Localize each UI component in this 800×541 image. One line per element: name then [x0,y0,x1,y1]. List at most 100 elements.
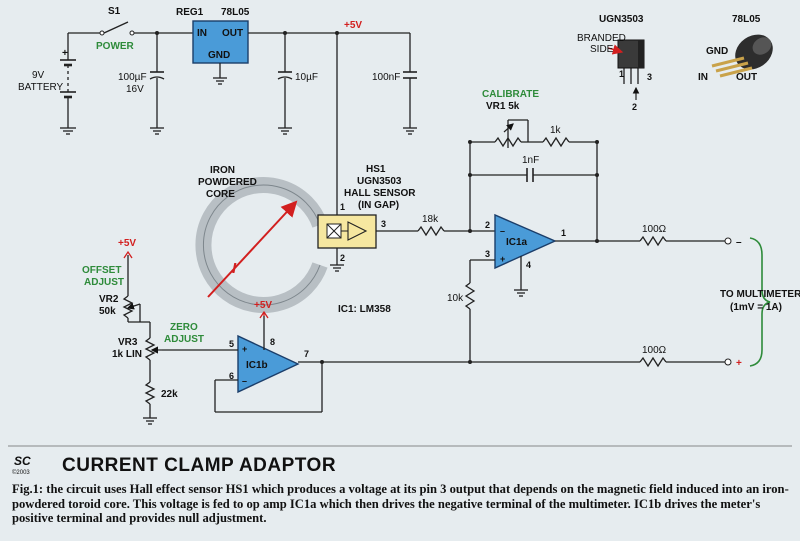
vr3-ref: VR3 [118,337,138,348]
hall-pin-3: 3 [381,219,386,229]
regulator-ground [213,63,227,85]
regulator-part: 78L05 [221,7,250,18]
page-title: CURRENT CLAMP ADAPTOR [62,455,336,476]
hall-sensor-symbol [326,221,368,241]
core-label-1: IRON [210,165,235,176]
vr2-ref: VR2 [99,294,119,305]
vr1-value: VR1 5k [486,101,520,112]
ic1-label: IC1: LM358 [338,304,391,315]
hall-output-wire [376,225,495,237]
vr2-value: 50k [99,306,116,317]
iron-core [195,177,328,313]
r18k-value: 18k [422,214,439,225]
meter-label-2: (1mV = 1A) [730,302,782,313]
ic1a-pin-4: 4 [526,260,531,270]
ic1b-pin-5: 5 [229,339,234,349]
current-arrow [207,200,298,298]
r10k-value: 10k [447,293,464,304]
r22k-value: 22k [161,389,178,400]
cap-10uf-value: 10µF [295,72,318,83]
cap-100uf [149,31,165,135]
ugn3503-pinout [607,39,645,100]
output-positive-wire [298,356,732,368]
78l05-pinout [711,34,773,78]
ic1a-pin-2: 2 [485,220,490,230]
hall-desc: HALL SENSOR [344,188,416,199]
ugn-branded-1: BRANDED [577,33,626,44]
meter-plus: + [736,358,742,369]
power-switch [68,21,193,36]
feedback-network [468,119,599,240]
meter-minus: – [736,237,742,248]
battery-label-2: BATTERY [18,82,64,93]
ic1a-label: IC1a [506,237,528,248]
meter-brace [749,237,771,367]
offset-supply-label: +5V [118,238,136,249]
battery [60,33,76,135]
hall-pin-2: 2 [340,253,345,263]
ic1b-plus: + [242,344,247,354]
switch-ref: S1 [108,6,121,17]
figure-caption: Fig.1: the circuit uses Hall effect sens… [12,482,789,526]
offset-label-1: OFFSET [82,265,121,276]
battery-label-1: 9V [32,70,45,81]
ic1b-pin-7: 7 [304,349,309,359]
battery-plus: + [62,48,68,59]
power-label: POWER [96,41,135,52]
hall-ref: HS1 [366,164,386,175]
zero-label-2: ADJUST [164,334,204,345]
cap-100nf [403,33,417,135]
ic1a-plus: + [500,254,505,264]
cap-10uf [277,33,293,135]
zero-label-1: ZERO [170,322,198,333]
regulator-in: IN [197,28,207,39]
cap-100nf-value: 100nF [372,72,400,83]
regulator-out: OUT [222,28,243,39]
ugn-pin-2: 2 [632,102,637,112]
cap-100uf-voltage: 16V [126,84,144,95]
ic1b-label: IC1b [246,360,268,371]
output-negative-wire [555,235,732,247]
ic1b-pin-6: 6 [229,371,234,381]
offset-label-2: ADJUST [84,277,124,288]
vr3-value: 1k LIN [112,349,142,360]
supply-rail [248,31,410,215]
ic1b-minus: – [242,376,247,386]
hall-gap: (IN GAP) [358,200,399,211]
hall-part: UGN3503 [357,176,402,187]
r1k-value: 1k [550,125,562,136]
ic1b-feedback [214,362,323,413]
ic1b-supply-label: +5V [254,300,272,311]
ic1a-ground [514,256,528,297]
calibrate-label: CALIBRATE [482,89,539,100]
c1nf-value: 1nF [522,155,539,166]
core-label-3: CORE [206,189,235,200]
reg-pinout-out: OUT [736,72,757,83]
current-label: I [232,260,237,277]
ugn-title: UGN3503 [599,14,644,25]
reg-pinout-gnd: GND [706,46,728,57]
ugn-branded-2: SIDE [590,44,614,55]
r10k-network [464,259,495,364]
core-label-2: POWDERED [198,177,257,188]
ic1b-supply [259,310,269,350]
ic1b-pin-8: 8 [270,337,275,347]
ic1a-body [494,213,557,270]
regulator-gnd: GND [208,50,230,61]
reg-pinout-in: IN [698,72,708,83]
r100b-value: 100Ω [642,345,667,356]
ic1a-pin-3: 3 [485,249,490,259]
ugn-pin-1: 1 [619,69,624,79]
reg-pinout-title: 78L05 [732,14,761,25]
r100a-value: 100Ω [642,224,667,235]
hall-ground [330,248,344,272]
supply-label: +5V [344,20,362,31]
meter-label-1: TO MULTIMETER [720,289,800,300]
logo-year: ©2003 [12,469,30,476]
cap-100uf-value: 100µF [118,72,147,83]
logo: SC [14,454,31,468]
offset-network [122,250,238,425]
hall-pin-1: 1 [340,202,345,212]
regulator-ref: REG1 [176,7,204,18]
